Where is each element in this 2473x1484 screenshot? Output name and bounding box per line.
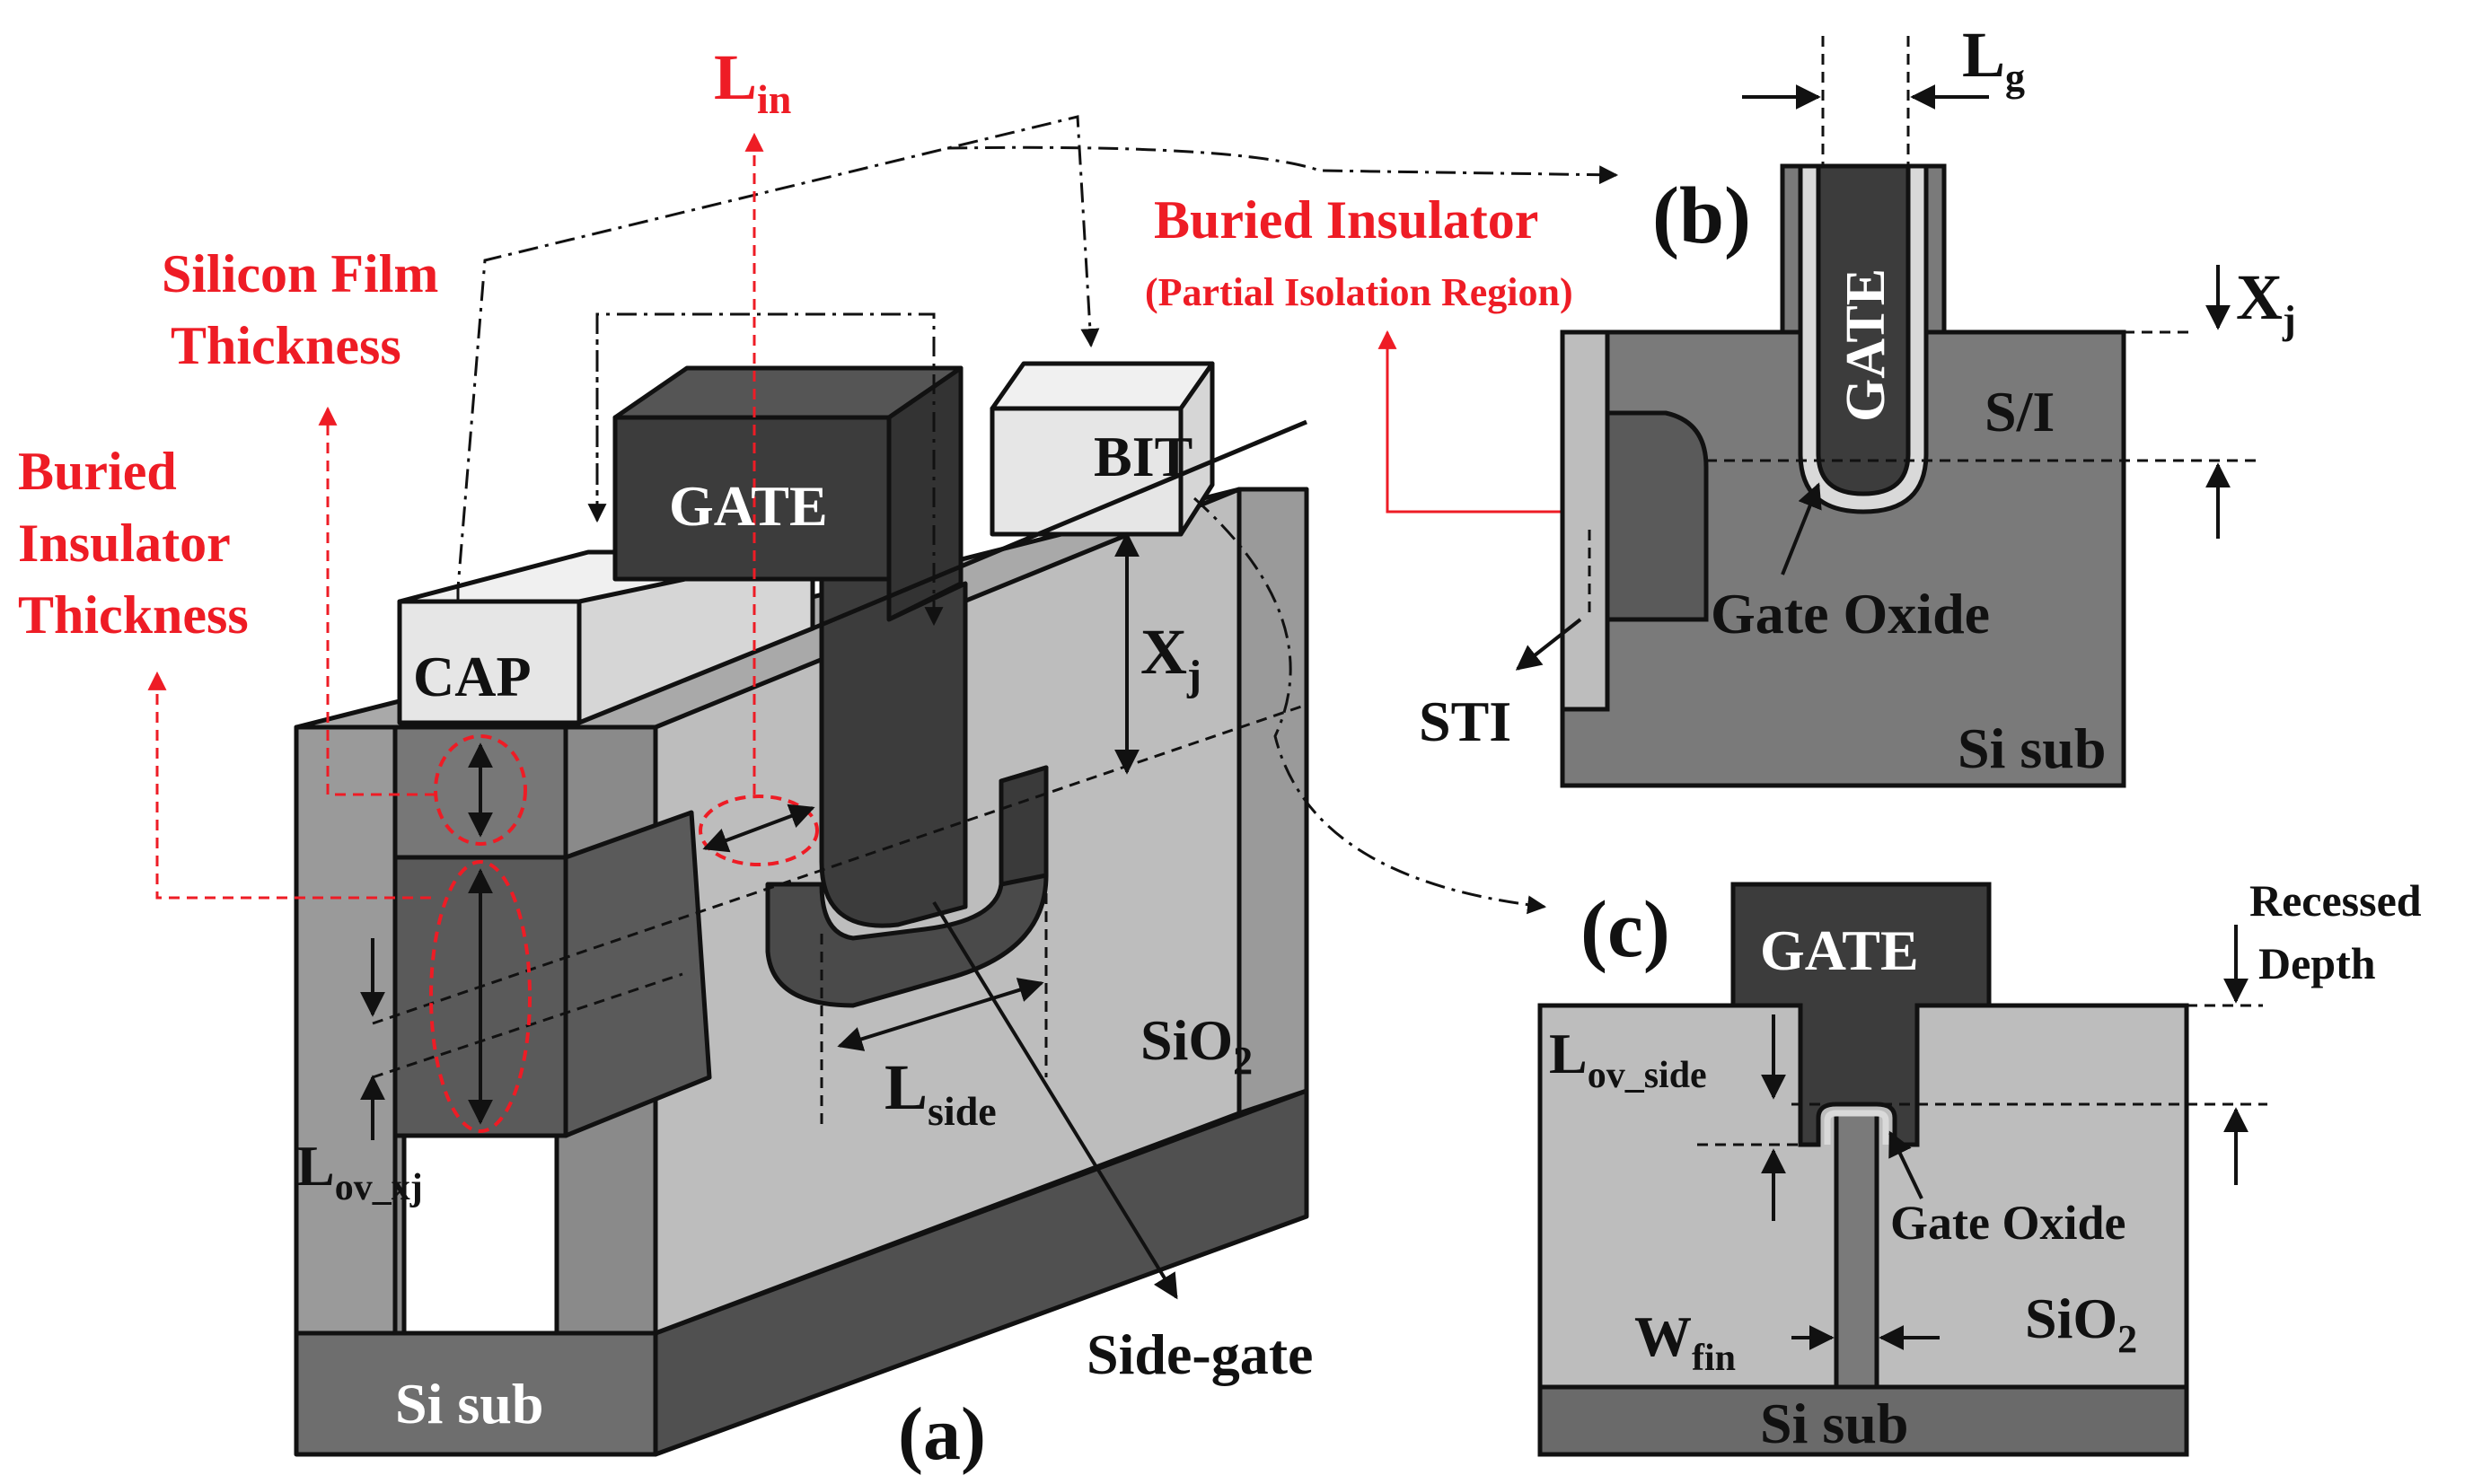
- c-gate-oxide: [1824, 1110, 1889, 1145]
- a-box-right: [1236, 487, 1309, 1116]
- b-gate: [1816, 163, 1911, 496]
- b-gate-label: GATE: [1835, 268, 1897, 422]
- a-tag: (a): [898, 1392, 986, 1476]
- a-edge-line: [812, 419, 1307, 631]
- a-sisub-label: Si sub: [395, 1372, 543, 1436]
- c-sisub-label: Si sub: [1760, 1392, 1908, 1455]
- b-sisub-label: Si sub: [1958, 716, 2106, 780]
- a-lin-label: Lin: [714, 41, 791, 122]
- b-sti-label: STI: [1419, 689, 1511, 753]
- panel-c-annotations: [1697, 925, 2267, 1350]
- a-bit-top: [990, 361, 1215, 411]
- a-side-gate-top: [999, 765, 1049, 887]
- c-recessed-2: Depth: [2258, 938, 2376, 988]
- panel-b-annotations: [1515, 36, 2263, 671]
- a-buried-side: [563, 810, 712, 1138]
- a-cap-front: [397, 599, 582, 725]
- a-silicon-film-2: Thickness: [171, 316, 401, 375]
- a-buried-ins-1: Buried: [18, 442, 177, 501]
- labels: GATE CAP BIT Xj SiO2 Si sub Lside Lov_xj…: [18, 19, 2422, 1476]
- b-buried-1: Buried Insulator: [1154, 190, 1538, 250]
- b-buried-2: (Partial Isolation Region): [1145, 270, 1573, 314]
- a-gate-stem: [819, 576, 968, 928]
- c-sio2-label: SiO2: [2025, 1286, 2137, 1361]
- b-gate-oxide-label: Gate Oxide: [1711, 582, 1990, 645]
- a-gate-label: GATE: [669, 474, 828, 538]
- panel-b: [1560, 163, 2126, 788]
- a-xj-label: Xj: [1140, 616, 1201, 699]
- c-tag: (c): [1580, 885, 1670, 974]
- a-lside-label: Lside: [884, 1051, 997, 1134]
- b-tag: (b): [1652, 171, 1751, 260]
- a-gate-front: [612, 415, 892, 582]
- a-sidegate-label: Side-gate: [1087, 1322, 1313, 1386]
- c-lovside-label: Lov_side: [1549, 1022, 1707, 1096]
- c-gate-label: GATE: [1760, 918, 1919, 982]
- a-bit-side: [1178, 361, 1215, 537]
- a-bit-front: [990, 406, 1184, 537]
- b-sti: [1560, 329, 1610, 712]
- c-wfin-label: Wfin: [1634, 1304, 1736, 1379]
- b-xj-label: Xj: [2236, 261, 2296, 342]
- panel-a-annotations: [147, 115, 1657, 1300]
- b-si-label: S/I: [1985, 380, 2055, 443]
- a-sio2-label: SiO2: [1140, 1008, 1253, 1083]
- c-fin: [1834, 1111, 1879, 1390]
- a-buried-ins-2: Insulator: [18, 514, 231, 573]
- panel-c: [1537, 882, 2189, 1457]
- a-silicon-film-1: Silicon Film: [162, 244, 438, 303]
- b-lg-label: Lg: [1962, 19, 2025, 100]
- a-bit-label: BIT: [1094, 425, 1192, 488]
- c-gate-oxide-label: Gate Oxide: [1890, 1196, 2125, 1250]
- b-buried: [1605, 410, 1709, 622]
- c-recessed-1: Recessed: [2249, 875, 2422, 926]
- a-lovxj-label: Lov_xj: [296, 1134, 423, 1208]
- a-buried-ins-3: Thickness: [18, 585, 249, 645]
- a-left-wall: [294, 724, 407, 1336]
- a-cap-label: CAP: [413, 645, 532, 708]
